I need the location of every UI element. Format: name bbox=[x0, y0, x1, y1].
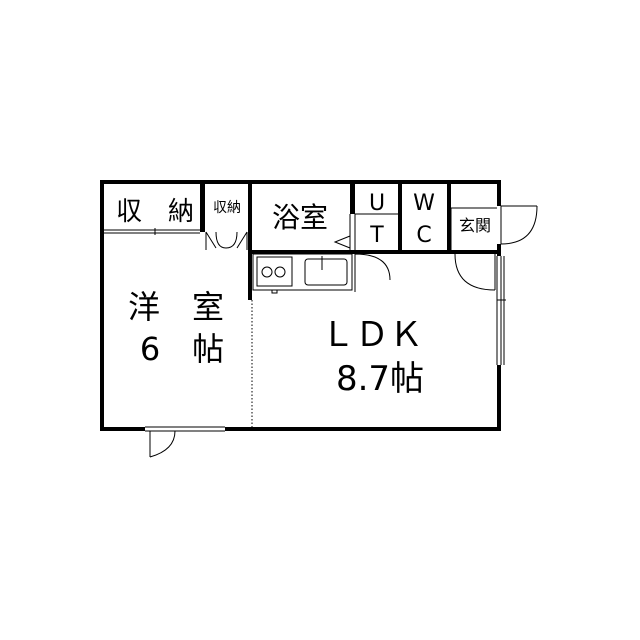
western-room-size: 6 帖 bbox=[140, 330, 224, 368]
entrance-door bbox=[500, 205, 538, 245]
top-wall bbox=[100, 180, 500, 184]
storage-divider bbox=[200, 184, 205, 232]
stove bbox=[256, 256, 293, 287]
bathroom-label: 浴室 bbox=[272, 201, 328, 234]
ut-label-bottom: T bbox=[369, 223, 384, 248]
storage-large-label: 収 納 bbox=[116, 197, 194, 227]
closet-door bbox=[205, 231, 248, 250]
entrance-label: 玄関 bbox=[459, 216, 491, 235]
wc-label-top: W bbox=[413, 191, 435, 216]
bath-left-wall bbox=[248, 184, 252, 300]
ut-label-top: U bbox=[369, 191, 385, 216]
bath-door bbox=[333, 214, 356, 250]
bottom-wall-right bbox=[225, 427, 500, 431]
sink bbox=[304, 258, 348, 286]
right-wall-top bbox=[497, 180, 501, 206]
right-wall-lower bbox=[497, 365, 501, 431]
entrance-step bbox=[450, 207, 497, 250]
vent bbox=[271, 289, 278, 294]
ut-door bbox=[354, 213, 398, 292]
ldk-label: ＬＤＫ bbox=[321, 315, 423, 355]
storage-small-label: 収納 bbox=[213, 200, 241, 216]
burner-icon bbox=[274, 266, 286, 278]
ut-wc-wall bbox=[398, 184, 402, 254]
kitchen-counter bbox=[252, 253, 353, 291]
service-wall bbox=[248, 250, 500, 254]
window-right bbox=[496, 256, 506, 365]
left-wall bbox=[100, 180, 104, 431]
ldk-size: 8.7帖 bbox=[336, 359, 424, 399]
western-room-label: 洋 室 bbox=[128, 288, 224, 326]
fixtures bbox=[104, 205, 538, 458]
burner-icon bbox=[261, 266, 273, 278]
walls bbox=[100, 180, 501, 431]
wc-label-bottom: C bbox=[416, 223, 431, 248]
room-door bbox=[145, 426, 225, 458]
wc-entrance-wall bbox=[447, 184, 451, 254]
bottom-wall-left bbox=[100, 427, 145, 431]
bath-right-wall bbox=[350, 184, 355, 214]
interior-door bbox=[454, 253, 496, 291]
